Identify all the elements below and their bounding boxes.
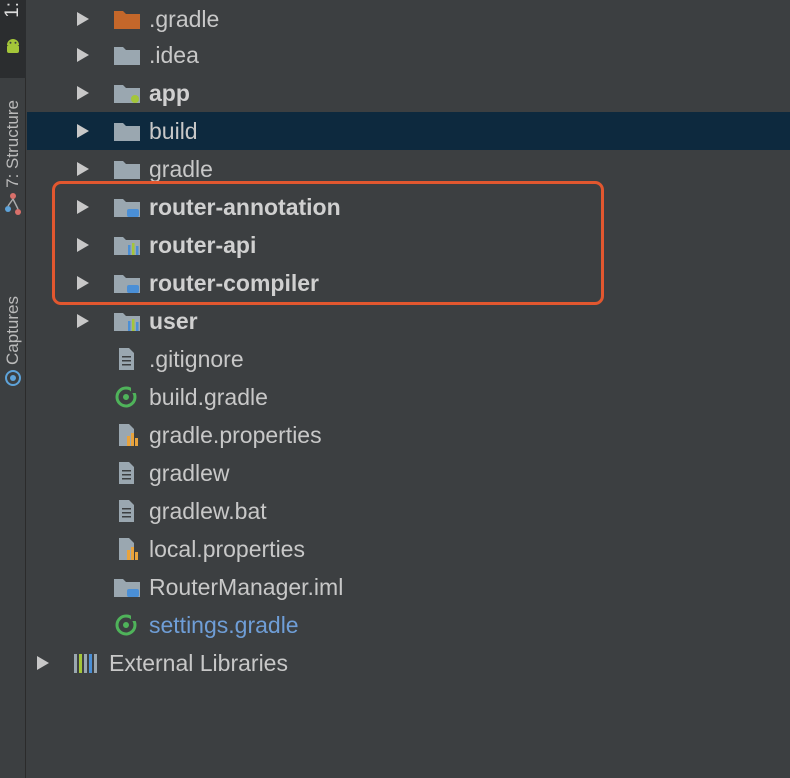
tree-row-gitignore[interactable]: .gitignore (27, 340, 790, 378)
project-tool-tab-label: 1: (2, 2, 23, 18)
tree-row-gradle[interactable]: gradle (27, 150, 790, 188)
tree-row-label: settings.gradle (149, 612, 299, 638)
android-module-folder-icon (114, 85, 140, 103)
tree-row-label: .gradle (149, 6, 220, 32)
tree-row-label: build (149, 118, 198, 144)
tree-row-label: router-api (149, 232, 257, 258)
captures-tool-tab-label: Captures (3, 296, 22, 365)
tree-row-idea[interactable]: .idea (27, 36, 790, 74)
libraries-icon (74, 654, 97, 673)
captures-tool-tab[interactable]: Captures (0, 296, 26, 428)
tree-row-label: gradle (149, 156, 213, 182)
text-file-icon (119, 348, 134, 370)
tree-row-label: gradle.properties (149, 422, 322, 448)
tree-row-dot-gradle[interactable]: .gradle (27, 0, 790, 38)
folder-icon (114, 123, 140, 141)
tree-row-label: router-annotation (149, 194, 341, 220)
properties-file-icon (119, 538, 138, 560)
tree-row-router-annotation[interactable]: router-annotation (27, 188, 790, 226)
structure-tool-tab[interactable]: 7: Structure (0, 100, 26, 262)
tree-row-label: gradlew.bat (149, 498, 267, 524)
text-file-icon (119, 462, 134, 484)
tree-row-routermanager-iml[interactable]: RouterManager.iml (27, 568, 790, 606)
tree-row-label: app (149, 80, 190, 106)
expand-arrow-icon[interactable] (77, 48, 89, 62)
tree-row-label: user (149, 308, 198, 334)
expand-arrow-icon[interactable] (37, 656, 49, 670)
android-icon (7, 39, 19, 53)
expand-arrow-icon[interactable] (77, 200, 89, 214)
folder-orange-icon (114, 11, 140, 29)
tree-row-label: gradlew (149, 460, 230, 486)
tree-row-router-compiler[interactable]: router-compiler (27, 264, 790, 302)
module-file-icon (114, 579, 140, 597)
gradle-file-icon (115, 614, 137, 636)
project-tool-tab[interactable]: 1: (0, 0, 26, 78)
tree-row-label: RouterManager.iml (149, 574, 344, 600)
tree-row-user[interactable]: user (27, 302, 790, 340)
tree-row-router-api[interactable]: router-api (27, 226, 790, 264)
expand-arrow-icon[interactable] (77, 276, 89, 290)
tree-row-label: .gitignore (149, 346, 244, 372)
tree-row-label: External Libraries (109, 650, 288, 676)
expand-arrow-icon[interactable] (77, 314, 89, 328)
tree-row-external-libraries[interactable]: External Libraries (27, 644, 790, 682)
folder-icon (114, 47, 140, 65)
tree-row-app[interactable]: app (27, 74, 790, 112)
library-module-folder-icon (114, 237, 140, 255)
project-tree[interactable]: .gradle .idea app build gradle (27, 0, 790, 778)
left-tool-window-bar: 1: 7: Structure Captures (0, 0, 26, 778)
expand-arrow-icon[interactable] (77, 86, 89, 100)
tree-row-label: build.gradle (149, 384, 268, 410)
expand-arrow-icon[interactable] (77, 12, 89, 26)
structure-tool-tab-label: 7: Structure (3, 100, 22, 188)
expand-arrow-icon[interactable] (77, 162, 89, 176)
properties-file-icon (119, 424, 138, 446)
library-module-folder-icon (114, 313, 140, 331)
tree-row-build[interactable]: build (27, 112, 790, 150)
tree-row-label: .idea (149, 42, 199, 68)
tree-row-settings-gradle[interactable]: settings.gradle (27, 606, 790, 644)
tree-row-gradlew-bat[interactable]: gradlew.bat (27, 492, 790, 530)
tree-row-gradle-properties[interactable]: gradle.properties (27, 416, 790, 454)
java-module-folder-icon (114, 199, 140, 217)
captures-icon (5, 369, 21, 386)
java-module-folder-icon (114, 275, 140, 293)
folder-icon (114, 161, 140, 179)
text-file-icon (119, 500, 134, 522)
expand-arrow-icon[interactable] (77, 124, 89, 138)
structure-icon (5, 192, 21, 215)
tree-row-label: router-compiler (149, 270, 319, 296)
tree-row-gradlew[interactable]: gradlew (27, 454, 790, 492)
gradle-file-icon (115, 386, 137, 408)
tree-row-build-gradle[interactable]: build.gradle (27, 378, 790, 416)
expand-arrow-icon[interactable] (77, 238, 89, 252)
tree-row-local-properties[interactable]: local.properties (27, 530, 790, 568)
tree-row-label: local.properties (149, 536, 305, 562)
